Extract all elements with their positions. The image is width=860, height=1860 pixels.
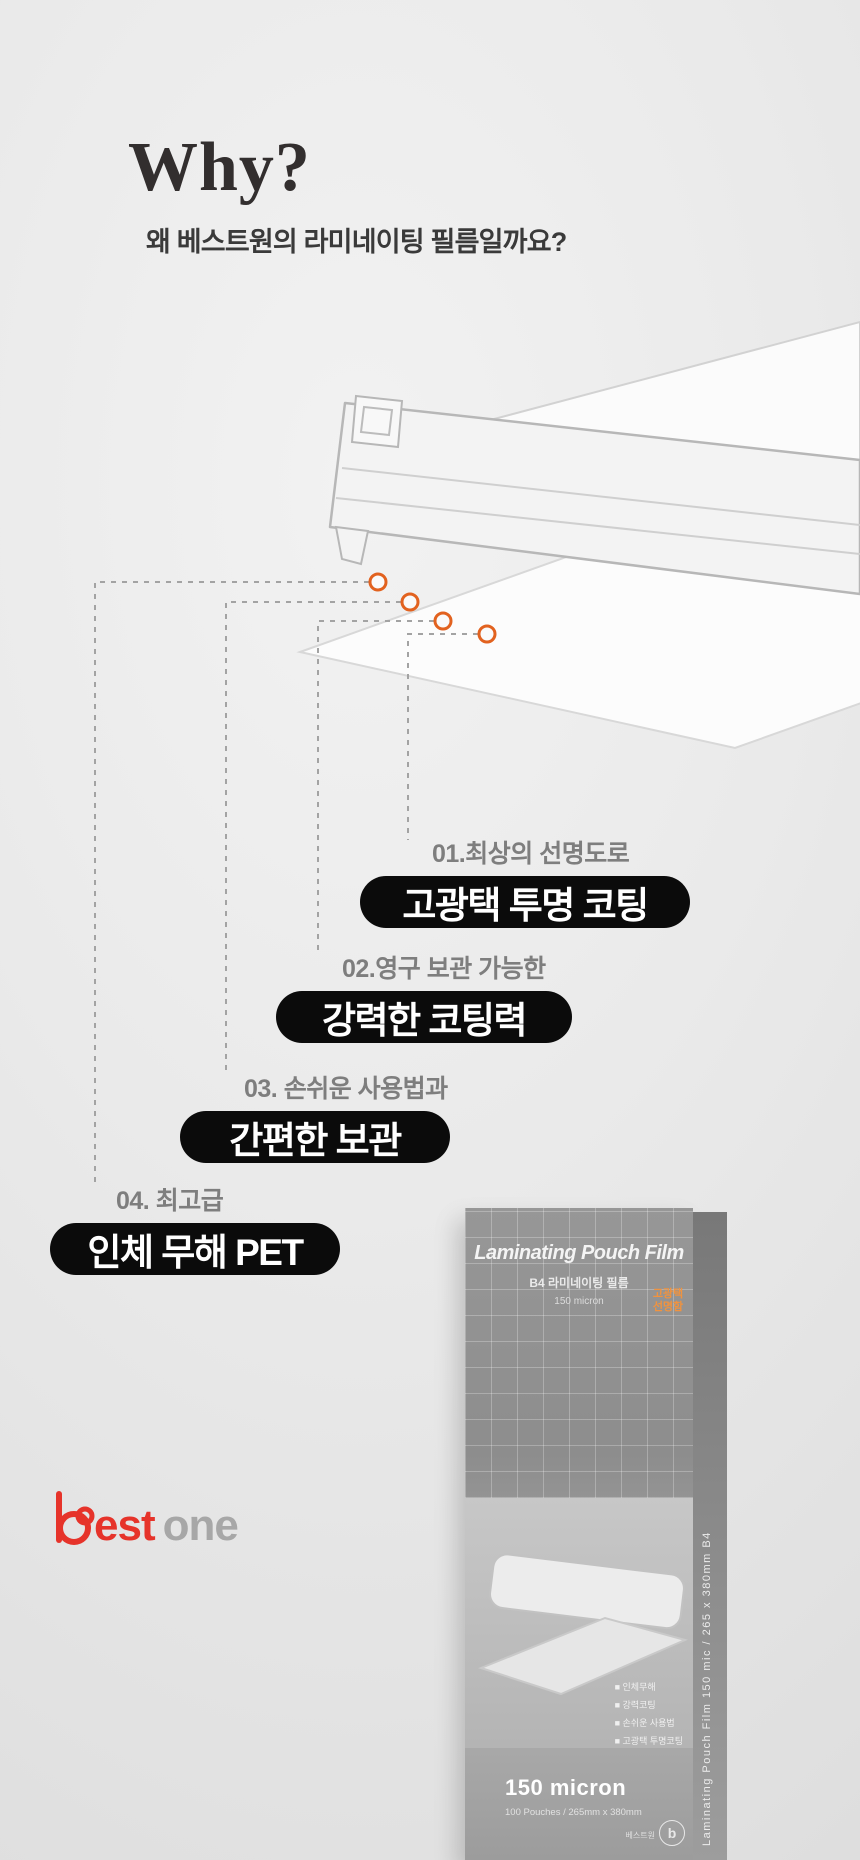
- feature-item: ■ 고광택 투명코팅: [614, 1736, 683, 1746]
- brand-text-one: one: [162, 1501, 239, 1550]
- product-box-bottom-spec: 100 Pouches / 265mm x 380mm: [505, 1807, 642, 1818]
- laminator-body: [328, 401, 860, 596]
- photo-output-sheet: [478, 1616, 688, 1696]
- product-box-grid-pattern: [465, 1208, 693, 1498]
- callout-03-pill: 간편한 보관: [180, 1111, 450, 1163]
- product-box-badge: 고광택 선명함: [652, 1288, 684, 1314]
- product-box: Laminating Pouch Film B4 라미네이팅 필름 150 mi…: [465, 1208, 727, 1860]
- callout-dot-04: [368, 572, 388, 592]
- feature-item: ■ 인체무해: [614, 1682, 656, 1692]
- product-box-side-text: Laminating Pouch Film 150 mic / 265 x 38…: [701, 1531, 713, 1846]
- page-subtitle: 왜 베스트원의 라미네이팅 필름일까요?: [146, 227, 567, 257]
- product-box-micron: 150 micron: [554, 1296, 604, 1307]
- product-box-photo-illustration: [478, 1553, 688, 1696]
- laminator-control-panel: [350, 394, 404, 449]
- product-box-subtitle: B4 라미네이팅 필름: [529, 1276, 629, 1290]
- product-box-brand-mark: b: [659, 1820, 685, 1846]
- product-box-photo: [465, 1498, 693, 1748]
- feature-item: ■ 강력코팅: [614, 1700, 656, 1710]
- page-title: Why?: [128, 129, 311, 206]
- callout-01-pill: 고광택 투명 코팅: [360, 876, 690, 928]
- product-box-side: Laminating Pouch Film 150 mic / 265 x 38…: [693, 1212, 727, 1860]
- product-box-bottom-text: 150 micron 100 Pouches / 265mm x 380mm: [505, 1775, 642, 1818]
- callout-04-label: 04. 최고급: [116, 1187, 224, 1215]
- callout-dot-02: [433, 611, 453, 631]
- product-box-title: Laminating Pouch Film: [474, 1242, 684, 1264]
- brand-text-est: est: [94, 1501, 156, 1550]
- laminator-contour-top: [341, 467, 860, 526]
- brand-logo: est one: [46, 1486, 239, 1550]
- callout-dot-01: [477, 624, 497, 644]
- photo-laminator-body: [489, 1553, 685, 1630]
- brand-b-heart-icon: [56, 1491, 95, 1545]
- callout-03-label: 03. 손쉬운 사용법과: [244, 1075, 448, 1103]
- connector-callout-04: [94, 581, 369, 1188]
- laminator-control-panel-inner: [359, 405, 394, 437]
- callout-02-pill: 강력한 코팅력: [276, 991, 572, 1043]
- product-box-front: Laminating Pouch Film B4 라미네이팅 필름 150 mi…: [465, 1208, 693, 1860]
- callout-02-label: 02.영구 보관 가능한: [342, 955, 546, 983]
- callout-01-label: 01.최상의 선명도로: [432, 840, 630, 868]
- feature-item: ■ 손쉬운 사용법: [614, 1718, 675, 1728]
- connector-callout-03: [225, 601, 401, 1076]
- callout-dot-03: [400, 592, 420, 612]
- connector-callout-01: [407, 633, 478, 840]
- callout-04-pill: 인체 무해 PET: [50, 1223, 340, 1275]
- product-box-brand-text: 베스트원: [625, 1831, 655, 1840]
- product-box-feature-list: ■ 인체무해 ■ 강력코팅 ■ 손쉬운 사용법 ■ 고광택 투명코팅: [615, 1678, 683, 1750]
- laminator-foot: [334, 525, 370, 566]
- product-box-bottom-micron: 150 micron: [505, 1775, 627, 1800]
- laminator-contour-bottom: [335, 497, 860, 555]
